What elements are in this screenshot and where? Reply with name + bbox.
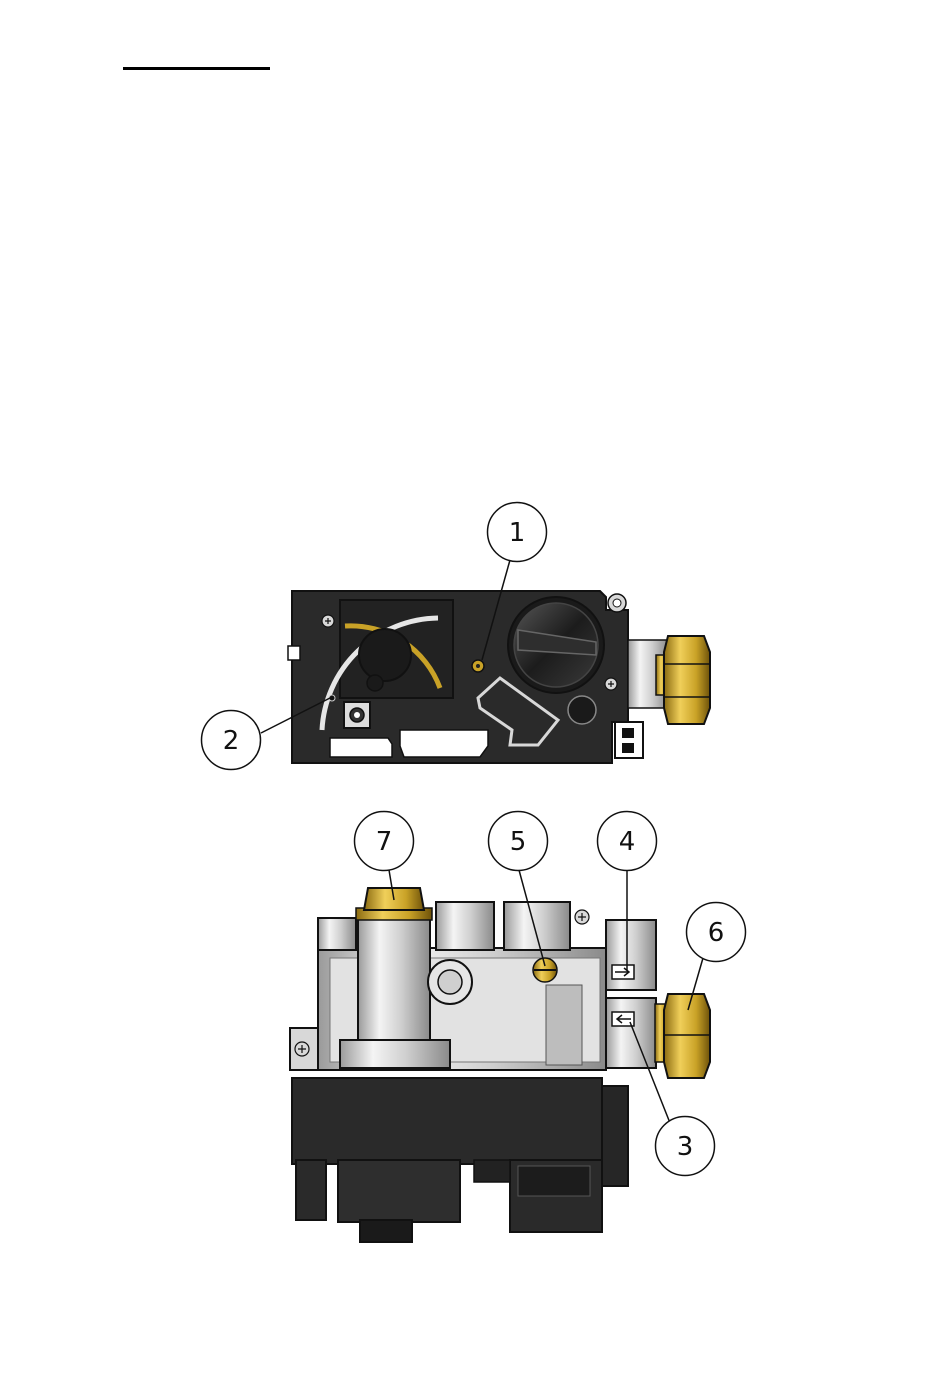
lower-housing xyxy=(292,1078,602,1164)
callout-3: 3 xyxy=(656,1117,715,1176)
callout-6: 6 xyxy=(687,903,746,962)
callout-5-label: 5 xyxy=(510,827,527,857)
callout-3-label: 3 xyxy=(677,1132,694,1162)
callout-7-label: 7 xyxy=(376,827,393,857)
brass-fitting-6 xyxy=(655,994,710,1078)
brass-fitting-top xyxy=(656,636,710,724)
brass-plug-7 xyxy=(356,888,432,920)
callout-4-label: 4 xyxy=(619,827,636,857)
callout-5: 5 xyxy=(489,812,548,871)
callout-2: 2 xyxy=(202,711,261,770)
valve-front-view xyxy=(288,591,710,763)
callout-1-label: 1 xyxy=(509,518,526,548)
callout-7: 7 xyxy=(355,812,414,871)
callout-2-label: 2 xyxy=(223,726,240,756)
callout-4: 4 xyxy=(598,812,657,871)
callout-6-label: 6 xyxy=(708,918,725,948)
callout-1: 1 xyxy=(488,503,547,562)
